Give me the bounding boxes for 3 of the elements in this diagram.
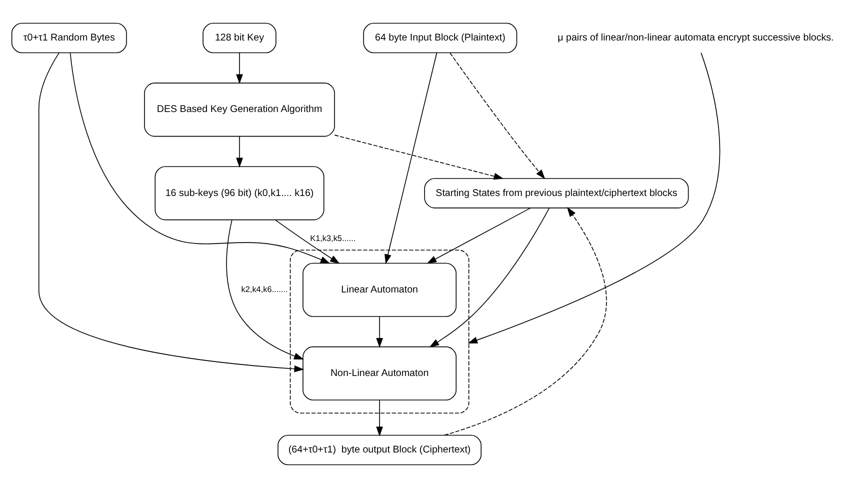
edge-label: k2,k4,k6....... [241, 284, 288, 294]
node-text: μ pairs of linear/non-linear automata encrypt successive blocks. [558, 32, 834, 44]
edge-label: K1,k3,k5...... [310, 234, 356, 243]
